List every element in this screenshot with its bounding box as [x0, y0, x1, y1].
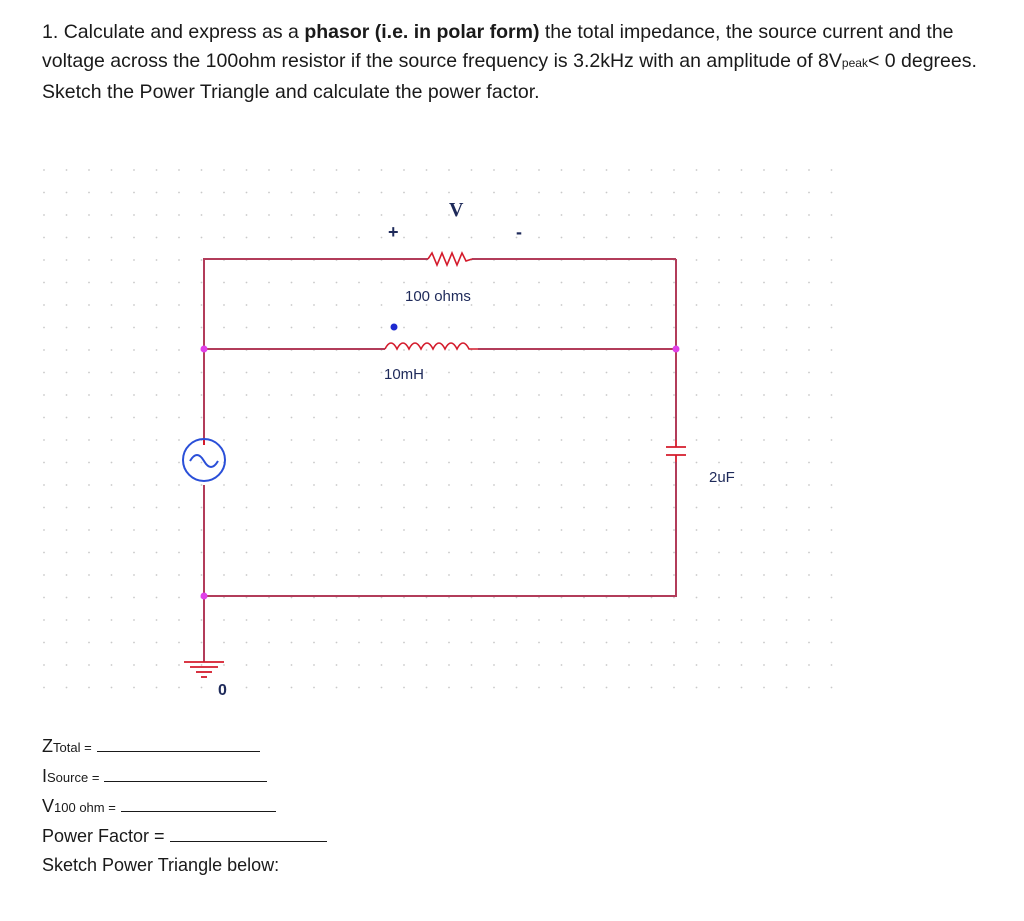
power-factor-label: Power Factor =: [42, 826, 165, 846]
v-100-ohm-answer-blank[interactable]: [120, 795, 276, 812]
wire-top-left: [203, 258, 428, 438]
i-source-symbol: I: [42, 766, 48, 786]
power-factor-row: Power Factor =: [42, 822, 327, 851]
v-100-ohm-symbol: V: [42, 796, 55, 816]
node-mid-left: [200, 345, 208, 353]
question-part-3: < 0 degrees. Sketch the Power Triangle a…: [42, 50, 977, 103]
ground-icon: [184, 661, 224, 678]
v-100-ohm-row: V100 ohm =: [42, 792, 327, 822]
capacitor-icon: [666, 440, 686, 462]
i-source-row: ISource =: [42, 762, 327, 792]
v-100-ohm-subscript: 100 ohm: [54, 800, 105, 815]
node-bottom-left: [200, 592, 208, 600]
wires: [203, 258, 677, 662]
question-bold: phasor (i.e. in polar form): [304, 21, 540, 43]
resistor-icon: [427, 250, 473, 268]
z-total-answer-blank[interactable]: [96, 735, 260, 752]
junction-nodes: [200, 345, 680, 600]
i-source-equals: =: [88, 770, 100, 785]
capacitor-label: 2uF: [709, 469, 735, 486]
z-total-equals: =: [80, 740, 92, 755]
inductor-label: 10mH: [384, 366, 424, 383]
voltage-marker-label: V: [449, 199, 464, 221]
question-subscript: peak: [841, 56, 868, 70]
power-factor-answer-blank[interactable]: [169, 825, 327, 842]
z-total-row: ZTotal =: [42, 732, 327, 762]
question-text: 1. Calculate and express as a phasor (i.…: [42, 18, 1007, 107]
inductor-polarity-dot-icon: [390, 323, 398, 331]
z-total-symbol: Z: [42, 736, 53, 756]
z-total-subscript: Total: [53, 740, 81, 755]
sketch-instruction-row: Sketch Power Triangle below:: [42, 851, 327, 880]
wire-bottom: [204, 462, 677, 597]
ac-source-icon: [182, 438, 226, 482]
v-100-ohm-equals: =: [104, 800, 116, 815]
grid-dots: [43, 169, 833, 689]
sketch-instruction: Sketch Power Triangle below:: [42, 855, 280, 875]
question-number: 1.: [42, 21, 59, 43]
i-source-subscript: Source: [47, 770, 89, 785]
node-mid-right: [672, 345, 680, 353]
question-part-1: Calculate and express as a: [63, 21, 299, 43]
minus-sign: -: [516, 222, 522, 242]
ground-label: 0: [218, 682, 227, 699]
answer-section: ZTotal = ISource = V100 ohm = Power Fact…: [42, 732, 327, 880]
i-source-answer-blank[interactable]: [104, 765, 268, 782]
plus-sign: +: [388, 222, 399, 242]
resistor-label: 100 ohms: [405, 288, 471, 305]
question-part-2: the total impedance, the source current …: [42, 21, 954, 72]
inductor-icon: [384, 342, 478, 351]
